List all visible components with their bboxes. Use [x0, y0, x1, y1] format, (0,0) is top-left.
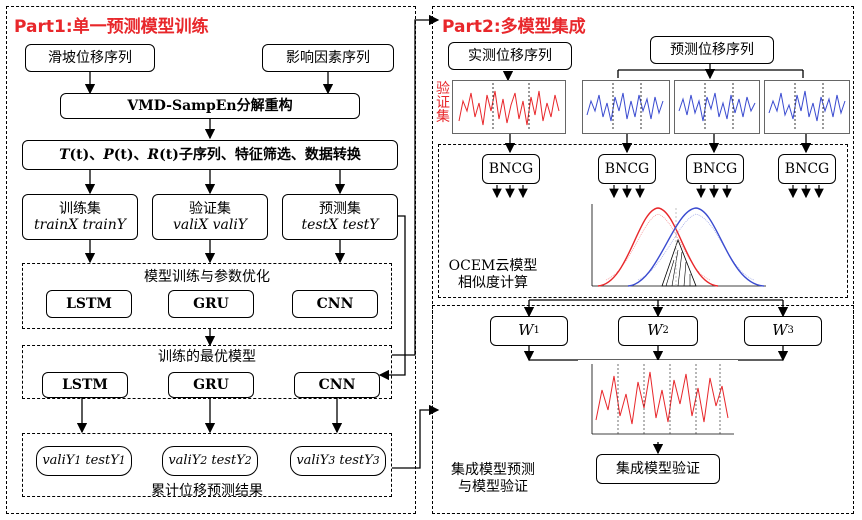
part1-frame — [6, 6, 416, 514]
measured-box: 实测位移序列 — [448, 42, 572, 70]
ensemble-mini-chart — [578, 360, 738, 442]
predicted-mini-chart-3 — [764, 80, 850, 134]
predicted-box: 预测位移序列 — [650, 36, 774, 64]
measured-mini-chart — [452, 80, 566, 134]
train-opt-frame — [22, 263, 392, 329]
subseq-box: T(t)、P(t)、R(t)子序列、特征筛选、数据转换 — [22, 140, 398, 170]
bncg-box-4: BNCG — [778, 154, 836, 184]
cnn-box-1: CNN — [292, 290, 378, 318]
ocem-label: OCEM云模型相似度计算 — [448, 258, 538, 291]
bncg-box-2: BNCG — [598, 154, 656, 184]
predicted-mini-chart-1 — [582, 80, 670, 134]
ensemble-label: 集成模型预测与模型验证 — [451, 462, 535, 495]
lstm-box-2: LSTM — [42, 372, 128, 398]
gru-box-1: GRU — [168, 290, 254, 318]
train-opt-label: 模型训练与参数优化 — [144, 269, 270, 285]
cloud-model-illustration — [578, 200, 774, 296]
cnn-box-2: CNN — [294, 372, 380, 398]
part1-title: Part1:单一预测模型训练 — [14, 17, 209, 37]
part2-title: Part2:多模型集成 — [442, 17, 586, 37]
ensemble-validation-box: 集成模型验证 — [596, 454, 720, 484]
factor-series-box: 影响因素序列 — [262, 44, 394, 72]
ocem-frame — [438, 144, 848, 298]
lstm-box-1: LSTM — [46, 290, 132, 318]
cum-result-label: 累计位移预测结果 — [151, 483, 263, 499]
landslide-series-box: 滑坡位移序列 — [25, 44, 155, 72]
gru-box-2: GRU — [168, 372, 254, 398]
val-vertical-label: 验证集 — [436, 81, 450, 125]
best-model-frame — [22, 345, 392, 399]
predicted-mini-chart-2 — [674, 80, 760, 134]
result-frame — [22, 433, 392, 497]
ensemble-frame — [432, 305, 854, 514]
bncg-box-3: BNCG — [686, 154, 744, 184]
bncg-box-1: BNCG — [482, 154, 540, 184]
vmd-box: VMD-SampEn分解重构 — [60, 93, 360, 119]
best-model-label: 训练的最优模型 — [158, 349, 256, 365]
